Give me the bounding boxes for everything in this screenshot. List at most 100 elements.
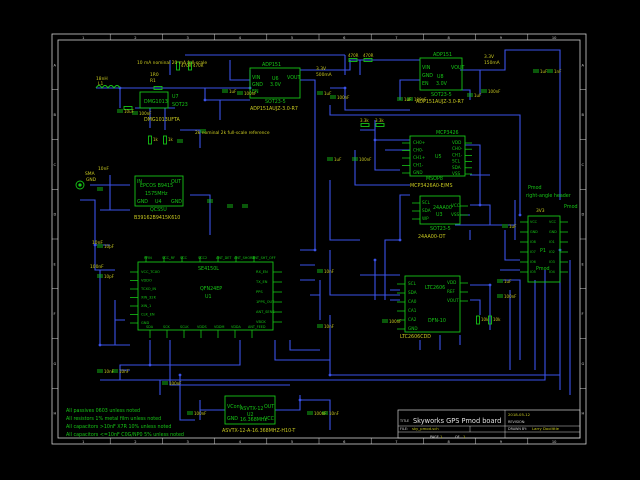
capacitor-value: 10nF xyxy=(324,269,335,274)
u1-pin-top: VCC2 xyxy=(198,256,207,260)
drawn-by: Larry Doolittle xyxy=(532,426,560,431)
resistor-r1-val: 1R0 xyxy=(150,72,159,78)
p1-pin-right: IO4 xyxy=(549,270,555,274)
wire-junction xyxy=(178,373,182,377)
p1-pin-left: IO7 xyxy=(530,250,536,254)
dac-pin-left: SDA xyxy=(408,290,417,295)
sma-connector xyxy=(75,180,85,190)
capacitor-value: 10nF xyxy=(329,411,340,416)
frame-col-top: 7 xyxy=(395,36,397,40)
u1-pin-left: GND xyxy=(141,321,149,325)
frame-row-right: F xyxy=(582,312,584,316)
capacitor-value: 100nF xyxy=(337,95,350,100)
u5-pin-right: SCL xyxy=(452,159,461,164)
capacitor-value: 1uF xyxy=(540,69,548,74)
dac-name: LTC2606 xyxy=(425,285,445,291)
page-label: PAGE xyxy=(430,435,439,439)
mosfet-u7-body xyxy=(139,91,169,109)
resistor-value: 10k xyxy=(493,317,501,322)
net-3v3-b: 3.3V xyxy=(484,54,494,60)
dac-pin-left: SCL xyxy=(408,281,417,286)
u1-pin-right: TX_EN xyxy=(255,280,268,284)
u1-pin-top: ANT_SHT_OFF xyxy=(252,256,276,260)
frame-col-bottom: 4 xyxy=(239,440,242,444)
u5-part: MCP3426A0-E/MS xyxy=(410,183,452,189)
pmod-header-body xyxy=(527,215,561,283)
u6-pin-gnd: GND xyxy=(252,82,263,88)
u5-pin-left: CH1+ xyxy=(413,155,426,160)
note-reference: 2k nominal 2k full-scale reference xyxy=(195,130,270,136)
p1-pin-left: GND xyxy=(530,230,538,234)
u1-pin-bottom: ANT_FEED xyxy=(248,325,266,329)
passive-components xyxy=(97,58,553,415)
adc-u5-body xyxy=(409,135,466,177)
dac-pin-left: CA2 xyxy=(408,317,417,322)
p1-pin-right: VCC xyxy=(549,220,557,224)
capacitor-value: 1uF xyxy=(229,89,237,94)
capacitor-value: 1uF xyxy=(334,157,342,162)
resistor-value: 3.3k xyxy=(360,118,369,123)
inductor-sub: L1 xyxy=(98,81,103,87)
page-count: 1 xyxy=(463,434,466,439)
cap-side-2: 100nF xyxy=(90,264,104,270)
u7-name: DMG1013 xyxy=(144,99,168,105)
u6-name: ADP151 xyxy=(262,62,281,68)
frame-row-right: G xyxy=(582,362,585,366)
resistor xyxy=(476,315,480,325)
u5-name: MCP3426 xyxy=(436,130,459,136)
resistor-value: 1k xyxy=(153,137,159,142)
eeprom-u3-body xyxy=(419,195,461,225)
u3-pkg: SOT23-5 xyxy=(430,226,451,232)
resistor xyxy=(176,61,180,71)
dac-part: LTC2606CDD xyxy=(400,334,431,340)
u4-pkg: QCS5U xyxy=(150,207,167,213)
u6-pin-vout: VOUT xyxy=(287,75,300,81)
p1-label: Pmod xyxy=(536,266,550,272)
frame-col-bottom: 1 xyxy=(82,440,84,444)
u4-pin-gnd2: GND xyxy=(171,199,182,205)
capacitor-value: 100nF xyxy=(139,111,152,116)
frame-col-top: 3 xyxy=(187,36,189,40)
p1-pin-left: IO5 xyxy=(530,270,536,274)
dac-pin-left: GND xyxy=(408,326,418,331)
u5-pin-right: CH0- xyxy=(452,146,463,151)
u1-pin-right: RX_EN xyxy=(256,270,268,274)
u5-pin-left: CH1- xyxy=(413,163,424,168)
capacitor-value: 1uF xyxy=(324,91,332,96)
tcxo-u2-body xyxy=(224,395,276,425)
u8-pin-gnd: GND xyxy=(422,73,433,79)
u5-pin-right: SDA xyxy=(452,165,461,170)
wire-junction xyxy=(328,373,332,377)
p1-vcc-note: 3V3 xyxy=(536,208,545,214)
wire-junction xyxy=(313,248,317,252)
resistor-value: 470R xyxy=(363,53,374,58)
wire-junction xyxy=(478,203,482,207)
u2-ref: U2 xyxy=(247,412,254,418)
sma-gnd: GND xyxy=(86,177,97,183)
u1-pin-right: PPS xyxy=(256,290,263,294)
resistor xyxy=(488,315,492,325)
dac-pin-left: CA1 xyxy=(408,308,417,313)
u6-val: 3.0V xyxy=(270,82,282,88)
frame-row-right: E xyxy=(582,262,585,266)
capacitor-value: 10nF xyxy=(324,324,335,329)
frame-row-left: H xyxy=(54,412,57,416)
u2-val: 16.368MHz xyxy=(240,417,268,423)
u3-pin-right: VSS xyxy=(451,212,460,217)
net-500ma: 500mA xyxy=(316,72,332,78)
wire-junction xyxy=(98,343,102,347)
p1-pin-right: IO3 xyxy=(549,260,555,264)
p1-sub: right-angle header xyxy=(526,193,571,199)
ldo-u6-body xyxy=(249,67,301,99)
capacitor-value: 10uF xyxy=(124,109,135,114)
frame-col-bottom: 2 xyxy=(134,440,136,444)
frame-col-bottom: 9 xyxy=(500,440,503,444)
dac-pkg: DFN-10 xyxy=(428,318,446,324)
u1-name: SE4150L xyxy=(198,266,219,272)
frame-col-top: 4 xyxy=(239,36,242,40)
wire-junction xyxy=(398,238,402,242)
title-text: Skyworks GPS Pmod board xyxy=(413,417,501,425)
